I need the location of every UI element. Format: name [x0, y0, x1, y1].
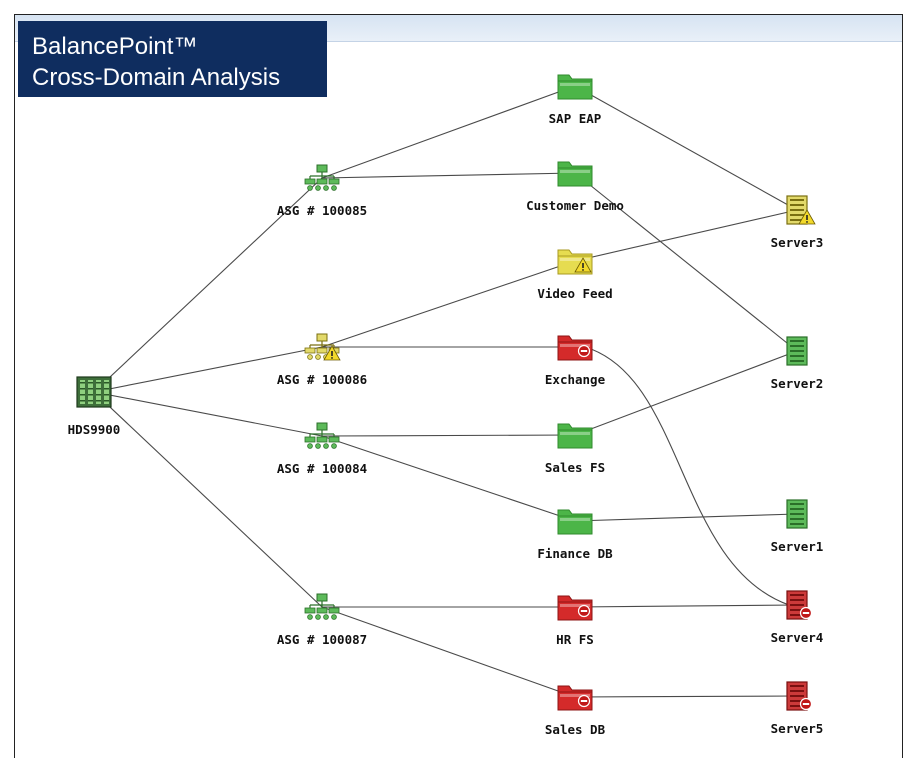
error-icon — [577, 694, 591, 708]
storage-group-icon — [304, 164, 340, 191]
node-label-financedb: Finance DB — [537, 546, 613, 561]
node-asg86[interactable]: ASG # 100086 — [277, 333, 367, 387]
edge-hds9900-asg85 — [93, 177, 323, 393]
node-asg85[interactable]: ASG # 100085 — [277, 164, 367, 218]
node-label-custdemo: Customer Demo — [526, 198, 624, 213]
error-icon — [577, 604, 591, 618]
edge-asg87-salesdb — [321, 606, 576, 698]
node-server2[interactable]: Server2 — [771, 336, 824, 391]
folder-icon — [557, 74, 593, 100]
node-server4[interactable]: Server4 — [771, 590, 824, 645]
node-asg87[interactable]: ASG # 100087 — [277, 593, 367, 647]
node-label-asg87: ASG # 100087 — [277, 632, 367, 647]
node-label-video: Video Feed — [537, 286, 612, 301]
node-label-exchange: Exchange — [545, 372, 606, 387]
edge-custdemo-server2 — [574, 172, 798, 352]
node-custdemo[interactable]: Customer Demo — [526, 161, 624, 213]
error-icon — [799, 606, 813, 620]
edge-salesfs-server2 — [574, 350, 798, 436]
server-icon — [786, 195, 808, 225]
edges-layer — [93, 85, 798, 698]
node-label-server5: Server5 — [771, 721, 824, 736]
edge-hds9900-asg86 — [93, 346, 323, 393]
title-line-1: BalancePoint™ — [32, 33, 198, 60]
node-exchange[interactable]: Exchange — [545, 335, 606, 387]
node-server1[interactable]: Server1 — [771, 499, 824, 554]
node-label-asg86: ASG # 100086 — [277, 372, 367, 387]
node-sap[interactable]: SAP EAP — [549, 74, 602, 126]
node-label-server2: Server2 — [771, 376, 824, 391]
edge-video-server3 — [574, 209, 798, 262]
edge-hrfs-server4 — [574, 604, 798, 608]
edge-asg85-custdemo — [321, 172, 576, 179]
storage-array-icon — [76, 376, 112, 408]
node-hrfs[interactable]: HR FS — [556, 595, 594, 647]
error-icon — [799, 697, 813, 711]
edge-asg85-sap — [321, 85, 576, 179]
edge-asg86-video — [321, 260, 576, 348]
error-icon — [577, 344, 591, 358]
warning-icon — [574, 257, 592, 273]
warning-icon — [323, 345, 341, 361]
server-icon — [786, 499, 808, 529]
node-label-hds9900: HDS9900 — [68, 422, 121, 437]
node-hds9900[interactable]: HDS9900 — [68, 376, 121, 437]
server-icon — [786, 336, 808, 366]
node-salesfs[interactable]: Sales FS — [545, 423, 605, 475]
edge-hds9900-asg87 — [93, 391, 323, 608]
edge-hds9900-asg84 — [93, 391, 323, 437]
edge-asg84-financedb — [321, 435, 576, 522]
diagram-frame — [14, 14, 903, 758]
node-label-server1: Server1 — [771, 539, 824, 554]
folder-icon — [557, 509, 593, 535]
storage-group-icon — [304, 593, 340, 620]
folder-icon — [557, 161, 593, 187]
edge-asg84-salesfs — [321, 434, 576, 437]
node-label-server3: Server3 — [771, 235, 824, 250]
edge-financedb-server1 — [574, 513, 798, 522]
folder-icon — [557, 423, 593, 449]
title-box: BalancePoint™ Cross-Domain Analysis — [18, 21, 327, 97]
warning-icon — [798, 209, 816, 225]
storage-group-icon — [304, 422, 340, 449]
node-label-asg84: ASG # 100084 — [277, 461, 367, 476]
node-label-sap: SAP EAP — [549, 111, 602, 126]
node-server3[interactable]: Server3 — [771, 195, 824, 250]
edge-salesdb-server5 — [574, 695, 798, 698]
node-salesdb[interactable]: Sales DB — [545, 685, 606, 737]
node-label-asg85: ASG # 100085 — [277, 203, 367, 218]
edge-sap-server3 — [574, 85, 798, 211]
node-label-salesdb: Sales DB — [545, 722, 606, 737]
node-asg84[interactable]: ASG # 100084 — [277, 422, 367, 476]
title-line-2: Cross-Domain Analysis — [32, 64, 281, 91]
node-video[interactable]: Video Feed — [537, 249, 613, 301]
edge-exchange-server4 — [584, 346, 790, 606]
node-label-salesfs: Sales FS — [545, 460, 605, 475]
node-financedb[interactable]: Finance DB — [537, 509, 613, 561]
node-label-hrfs: HR FS — [556, 632, 594, 647]
node-label-server4: Server4 — [771, 630, 824, 645]
node-server5[interactable]: Server5 — [771, 681, 824, 736]
